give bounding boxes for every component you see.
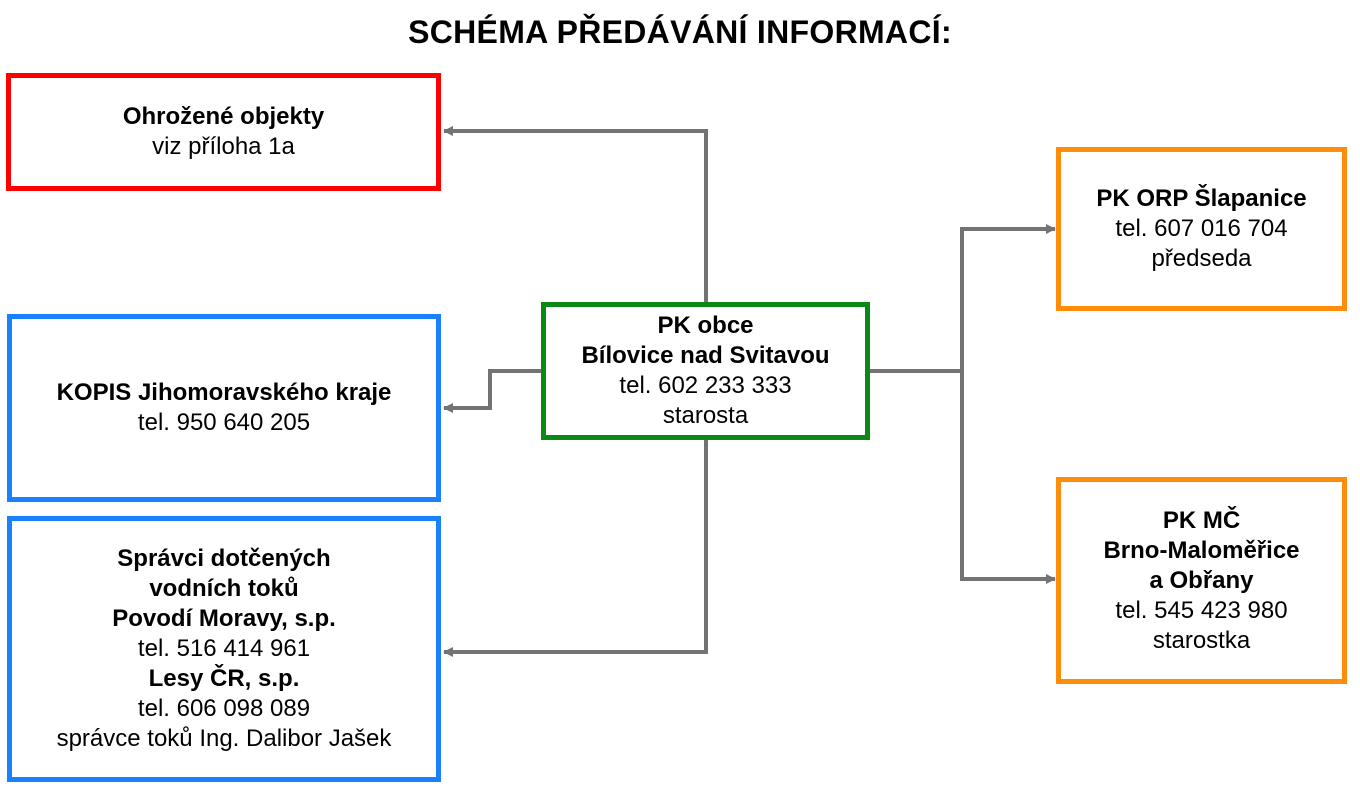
spravci-line1: Správci dotčených [117, 545, 331, 572]
spravci-org2: Lesy ČR, s.p. [148, 665, 300, 692]
mc-line3: a Obřany [1149, 566, 1254, 594]
spravci-phone1: tel. 516 414 961 [137, 635, 311, 662]
page-title: SCHÉMA PŘEDÁVÁNÍ INFORMACÍ: [408, 14, 952, 50]
ohrozene-note: viz příloha 1a [152, 133, 295, 160]
center-line1: PK obce [657, 312, 754, 339]
center-line2: Bílovice nad Svitavou [581, 342, 830, 369]
arrow-to-ohrozene [443, 126, 708, 305]
box-spravci-toku: Správci dotčených vodních toků Povodí Mo… [7, 516, 441, 782]
kopis-phone: tel. 950 640 205 [137, 409, 311, 436]
ohrozene-name: Ohrožené objekty [122, 103, 325, 130]
mc-line2: Brno-Maloměřice [1103, 536, 1300, 564]
mc-line1: PK MČ [1162, 506, 1241, 534]
box-pk-orp-slapanice: PK ORP Šlapanice tel. 607 016 704 předse… [1056, 147, 1347, 311]
box-kopis: KOPIS Jihomoravského kraje tel. 950 640 … [7, 314, 441, 502]
center-phone: tel. 602 233 333 [619, 372, 792, 399]
center-role: starosta [662, 402, 749, 429]
arrow-to-orp [960, 224, 1056, 371]
arrow-to-kopis [443, 369, 544, 413]
arrow-to-spravci [443, 437, 708, 657]
mc-phone: tel. 545 423 980 [1115, 596, 1288, 624]
box-pk-obce: PK obce Bílovice nad Svitavou tel. 602 2… [541, 302, 870, 440]
spravci-phone2: tel. 606 098 089 [137, 695, 311, 722]
box-ohrozene-objekty: Ohrožené objekty viz příloha 1a [6, 73, 441, 191]
kopis-name: KOPIS Jihomoravského kraje [56, 379, 392, 406]
spravci-line2: vodních toků [149, 575, 299, 602]
orp-role: předseda [1151, 245, 1252, 272]
mc-role: starostka [1152, 626, 1251, 654]
spravci-person: správce toků Ing. Dalibor Jašek [56, 725, 392, 752]
box-pk-mc-malomerice: PK MČ Brno-Maloměřice a Obřany tel. 545 … [1056, 477, 1347, 684]
orp-name: PK ORP Šlapanice [1096, 185, 1307, 212]
orp-phone: tel. 607 016 704 [1115, 215, 1288, 242]
arrow-to-mc [960, 371, 1056, 584]
spravci-org1: Povodí Moravy, s.p. [112, 605, 336, 632]
